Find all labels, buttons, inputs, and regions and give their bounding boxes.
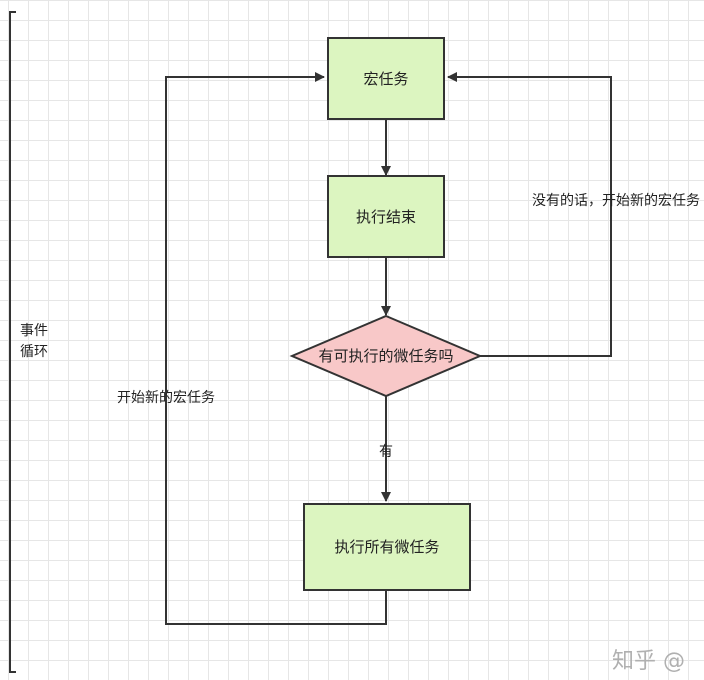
edge-start-new-macro-label: 开始新的宏任务 — [117, 390, 215, 406]
node-execute-all-micro — [303, 503, 471, 591]
node-execute-all-micro-label: 执行所有微任务 — [334, 538, 439, 556]
watermark: 知乎 @ — [612, 649, 685, 674]
edge-no-back-to-macro — [447, 72, 612, 357]
node-has-micro-tasks-label: 有可执行的微任务吗 — [318, 347, 453, 365]
event-loop-label-line1: 事件 — [20, 323, 48, 339]
node-macro-task-label: 宏任务 — [363, 70, 408, 88]
node-macro-task — [327, 37, 445, 120]
edge-yes-label: 有 — [379, 444, 393, 460]
event-loop-label-line2: 循环 — [20, 344, 48, 360]
node-execute-end — [327, 175, 445, 258]
event-loop-bracket — [9, 11, 16, 673]
edge-micro-back-to-macro — [165, 72, 387, 625]
edge-no-label: 没有的话，开始新的宏任务 — [532, 193, 700, 209]
node-execute-end-label: 执行结束 — [356, 208, 416, 226]
